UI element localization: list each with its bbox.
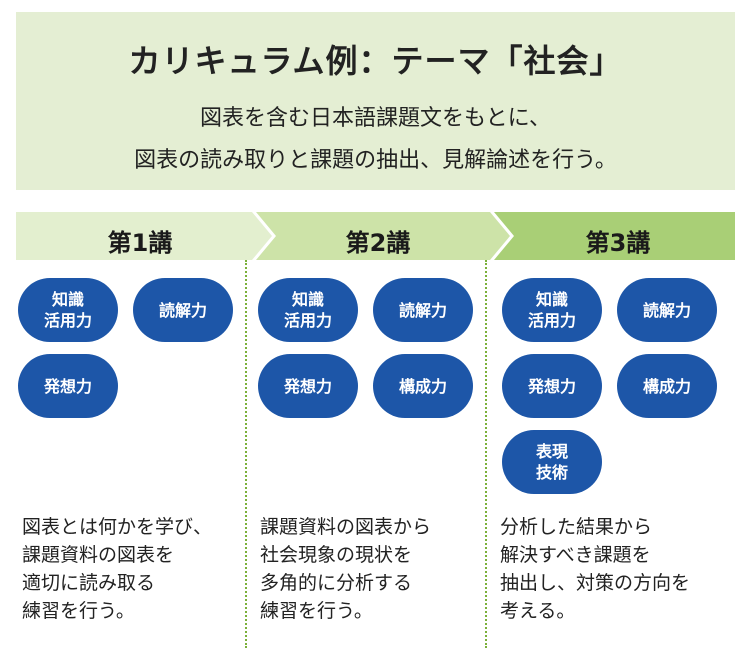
skill-badge-knowledge: 知識 活用力 [502,278,602,342]
step-3-description: 分析した結果から 解決すべき課題を 抽出し、対策の方向を 考える。 [500,516,691,622]
step-2-label: 第2講 [345,229,411,257]
subtitle-line-1: 図表を含む日本語課題文をもとに、 [200,106,551,131]
step-3-label: 第3講 [585,229,651,257]
skill-badge-ideation: 発想力 [258,354,358,418]
skill-badge-composition: 構成力 [617,354,717,418]
step-3-arrow [494,212,735,260]
skill-badge-ideation: 発想力 [502,354,602,418]
step-2-arrow [256,212,510,260]
step-1-label: 第1講 [107,229,173,257]
step-header-bar: 第1講 第2講 第3講 [16,212,735,260]
skill-badge-composition: 構成力 [373,354,473,418]
skill-badge-knowledge: 知識 活用力 [18,278,118,342]
subtitle-line-2: 図表の読み取りと課題の抽出、見解論述を行う。 [134,148,617,173]
skill-badge-reading: 読解力 [133,278,233,342]
skill-badge-reading: 読解力 [373,278,473,342]
skill-badge-knowledge: 知識 活用力 [258,278,358,342]
step-1-arrow [16,212,272,260]
header-panel: カリキュラム例：テーマ「社会」 図表を含む日本語課題文をもとに、 図表の読み取り… [16,12,735,190]
step-1-description: 図表とは何かを学び、 課題資料の図表を 適切に読み取る 練習を行う。 [22,516,213,622]
page-title: カリキュラム例：テーマ「社会」 [128,42,623,80]
step-arrows [16,212,735,260]
skill-badge-expression: 表現 技術 [502,430,602,494]
skill-badge-ideation: 発想力 [18,354,118,418]
column-divider-2 [485,260,487,648]
column-divider-1 [245,260,247,648]
step-2-description: 課題資料の図表から 社会現象の現状を 多角的に分析する 練習を行う。 [260,516,432,622]
skill-badge-reading: 読解力 [617,278,717,342]
